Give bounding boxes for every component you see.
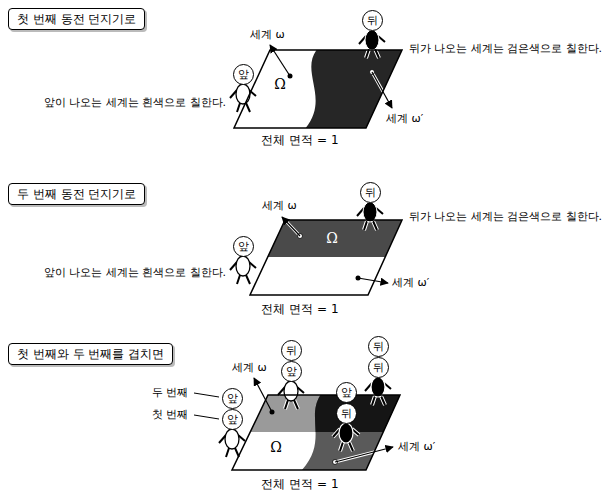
panel-title: 두 번째 동전 던지기로 (17, 187, 136, 201)
coin-face: 앞 (238, 69, 249, 80)
coin-face: 뒤 (365, 187, 376, 198)
sample-space-sheet: Ω (248, 218, 404, 297)
coin-face-circle: 뒤 (360, 182, 381, 203)
sheet-outline (248, 218, 404, 297)
omega-symbol: Ω (326, 230, 338, 246)
annotation-label: 전체 면적 = 1 (261, 477, 338, 491)
leader-arrow (370, 70, 393, 109)
leader-line (194, 393, 219, 397)
annotation-label: 두 번째 (152, 386, 189, 400)
sheet-border (250, 220, 402, 295)
annotation-label: 세계 ω′ (392, 276, 429, 290)
panel-title-box: 첫 번째 동전 던지기로 (8, 8, 145, 30)
panel-title: 첫 번째 동전 던지기로 (17, 12, 136, 26)
coin-face-circle: 앞 (222, 388, 243, 409)
annotation-label: 세계 ω′ (398, 440, 435, 454)
annotation-label: 세계 ω (262, 199, 297, 213)
coin-face: 뒤 (373, 341, 384, 352)
coin-character (230, 256, 256, 284)
coin-character (333, 423, 359, 451)
coin-face-circle: 앞 (233, 64, 254, 85)
annotation-label: 세계 ω (250, 28, 285, 42)
annotation-label: 첫 번째 (152, 408, 189, 422)
coin-face: 앞 (227, 414, 238, 425)
sample-space-sheet: Ω (232, 48, 404, 130)
coin-face-circle: 뒤 (336, 403, 357, 424)
coin-character (365, 377, 391, 405)
omega-symbol: Ω (270, 439, 282, 455)
sheet-border (234, 50, 402, 128)
annotation-label: 전체 면적 = 1 (261, 133, 338, 147)
sheet-border (232, 395, 400, 470)
coin-face-circle: 뒤 (368, 336, 389, 357)
coin-face-circle: 뒤 (368, 357, 389, 378)
annotation-label: 세계 ω′ (386, 112, 423, 126)
leader-line (194, 415, 219, 419)
panel-title-box: 두 번째 동전 던지기로 (8, 183, 145, 205)
annotation-label: 뒤가 나오는 세계는 검은색으로 칠한다. (409, 42, 602, 56)
annotation-label: 전체 면적 = 1 (261, 302, 338, 316)
coin-character (357, 202, 383, 230)
coin-face: 앞 (341, 387, 352, 398)
tail-region (240, 218, 410, 257)
coin-face-circle: 앞 (281, 361, 302, 382)
sheet-outline (230, 393, 402, 472)
leader-arrow (356, 276, 389, 284)
coin-face: 앞 (286, 366, 297, 377)
omega-symbol: Ω (274, 76, 286, 92)
sheet-outline (232, 48, 404, 130)
coin-face-circle: 뒤 (362, 10, 383, 31)
annotation-label: 앞이 나오는 세계는 흰색으로 칠한다. (44, 266, 226, 280)
coin-face-circle: 뒤 (281, 340, 302, 361)
coin-face-circle: 앞 (233, 236, 254, 257)
annotation-label: 뒤가 나오는 세계는 검은색으로 칠한다. (409, 210, 602, 224)
coin-face: 뒤 (367, 15, 378, 26)
coin-face: 뒤 (286, 345, 297, 356)
sample-space-sheet: Ω (230, 393, 402, 472)
annotation-label: 세계 ω (232, 361, 267, 375)
coin-character (359, 30, 385, 58)
leader-arrow (254, 378, 275, 415)
both-tail-region (300, 393, 410, 432)
coin-face: 뒤 (373, 362, 384, 373)
coin-face: 앞 (227, 393, 238, 404)
panel-title: 첫 번째와 두 번째를 겹치면 (17, 347, 164, 361)
annotation-label: 앞이 나오는 세계는 흰색으로 칠한다. (44, 96, 226, 110)
coin-face-circle: 앞 (336, 382, 357, 403)
coin-face: 앞 (238, 241, 249, 252)
coin-face: 뒤 (341, 408, 352, 419)
first-tail-region (300, 393, 410, 472)
coin-face-circle: 앞 (222, 409, 243, 430)
coin-character (219, 429, 245, 457)
panel-title-box: 첫 번째와 두 번째를 겹치면 (8, 343, 173, 365)
leader-arrow (333, 447, 394, 465)
